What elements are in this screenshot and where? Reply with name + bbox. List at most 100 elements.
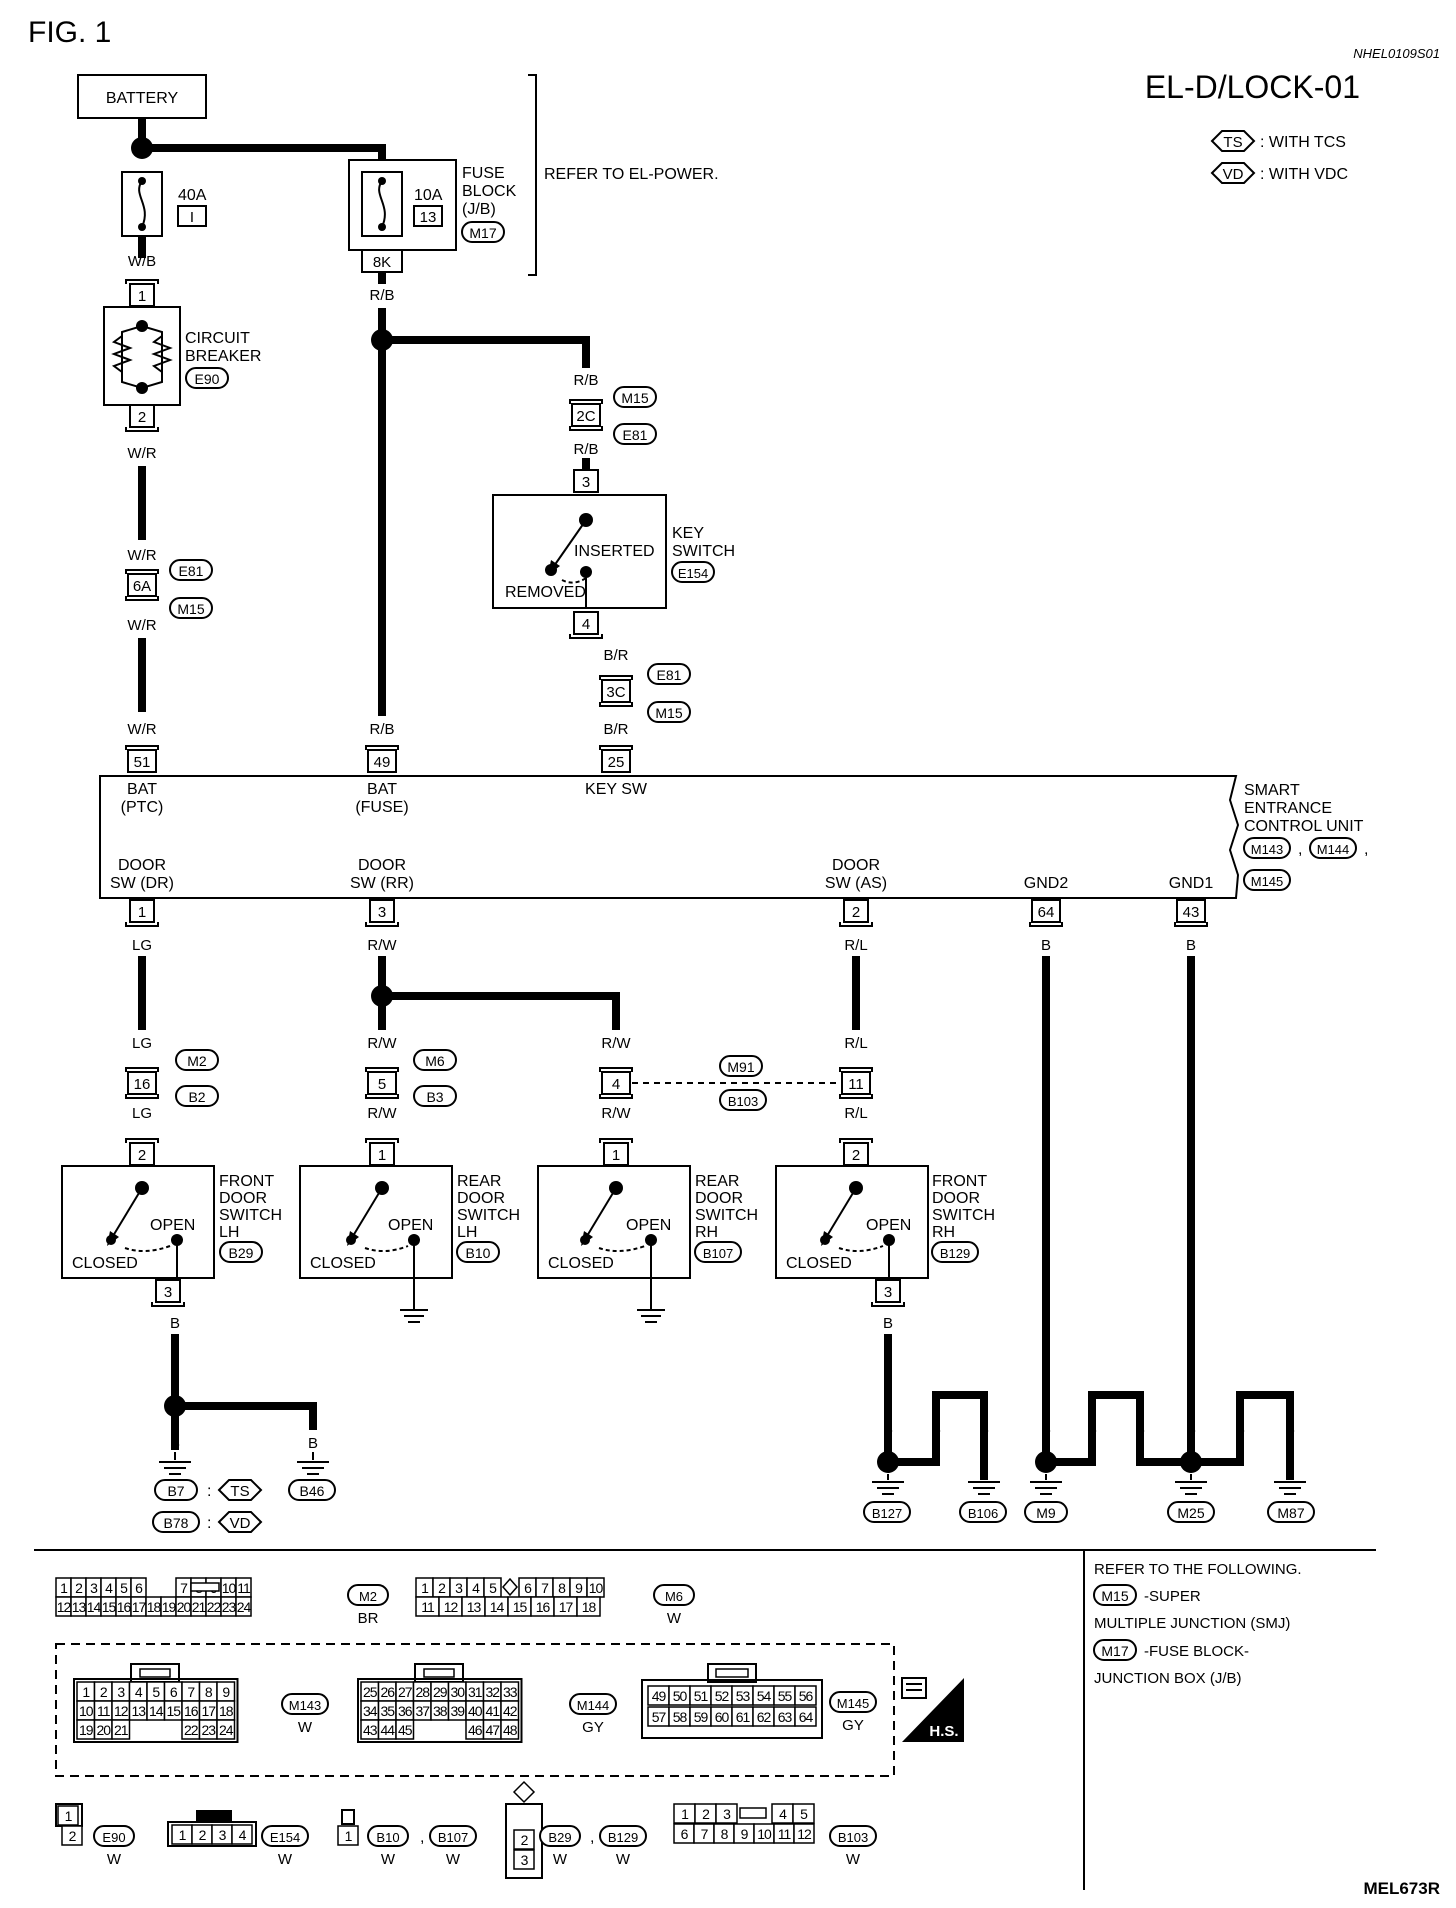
svg-text:DOOR: DOOR bbox=[118, 857, 166, 874]
svg-text:4: 4 bbox=[612, 1076, 620, 1093]
svg-text:REAR: REAR bbox=[457, 1173, 501, 1190]
diagram-title: EL-D/LOCK-01 bbox=[1145, 69, 1360, 105]
pin-number: 20 bbox=[177, 1599, 192, 1615]
pin-number: 15 bbox=[166, 1703, 181, 1719]
svg-text:BAT: BAT bbox=[127, 781, 157, 798]
pin-number: 32 bbox=[485, 1684, 500, 1700]
svg-text:B107: B107 bbox=[703, 1246, 733, 1261]
svg-text:SMART: SMART bbox=[1244, 782, 1300, 799]
junction-dot bbox=[371, 329, 393, 351]
pin-number: 29 bbox=[433, 1684, 448, 1700]
pin-number: 17 bbox=[559, 1599, 574, 1615]
rear-door-switch-rh: 1 OPEN CLOSED REAR DOOR SWITCH RH B107 bbox=[537, 1138, 758, 1323]
svg-text:OPEN: OPEN bbox=[626, 1217, 671, 1234]
connector-id: M2 bbox=[359, 1589, 377, 1604]
svg-text:CLOSED: CLOSED bbox=[548, 1255, 614, 1272]
svg-text:3: 3 bbox=[884, 1284, 892, 1301]
front-door-switch-lh: 2 OPEN CLOSED FRONT DOOR SWITCH LH B29 3 bbox=[61, 1138, 282, 1307]
svg-text:25: 25 bbox=[608, 754, 625, 771]
pin-number: 13 bbox=[72, 1599, 87, 1615]
pin-number: 16 bbox=[536, 1599, 551, 1615]
svg-text:W/B: W/B bbox=[128, 253, 156, 270]
pin-number: 10 bbox=[222, 1580, 237, 1596]
connector-tag bbox=[569, 1693, 617, 1715]
svg-text:B: B bbox=[1041, 937, 1051, 954]
breaker-coil-icon bbox=[111, 335, 133, 373]
pin-number: 3 bbox=[117, 1684, 125, 1700]
pin-number: 4 bbox=[105, 1580, 113, 1596]
svg-text:B29: B29 bbox=[229, 1245, 254, 1261]
svg-text:B: B bbox=[883, 1421, 893, 1438]
pin-number: 5 bbox=[800, 1806, 808, 1822]
svg-text:B129: B129 bbox=[940, 1246, 970, 1261]
svg-text:51: 51 bbox=[134, 754, 151, 771]
svg-text:B10: B10 bbox=[466, 1245, 491, 1261]
svg-text:R/B: R/B bbox=[573, 441, 598, 458]
svg-text:B: B bbox=[883, 1315, 893, 1332]
svg-text:(J/B): (J/B) bbox=[462, 201, 496, 218]
svg-text:B: B bbox=[979, 1421, 989, 1438]
junction-dot bbox=[877, 1451, 899, 1473]
connector-id: M145 bbox=[837, 1696, 870, 1711]
svg-text:B/R: B/R bbox=[603, 647, 628, 664]
svg-text:M9: M9 bbox=[1036, 1505, 1056, 1521]
svg-text:M15: M15 bbox=[177, 601, 204, 617]
svg-text:3: 3 bbox=[164, 1284, 172, 1301]
pin-number: 9 bbox=[222, 1684, 230, 1700]
svg-text:B/R: B/R bbox=[603, 721, 628, 738]
connector-pin bbox=[337, 1825, 359, 1846]
connector-color: W bbox=[846, 1851, 861, 1868]
connector-pin bbox=[794, 1706, 817, 1727]
svg-text:REMOVED: REMOVED bbox=[505, 584, 586, 601]
pin-number: 54 bbox=[757, 1688, 772, 1704]
svg-text:2: 2 bbox=[138, 1147, 146, 1164]
fuse-element-icon bbox=[138, 180, 146, 228]
unit-bottom-pins: 1 3 2 64 43 bbox=[125, 899, 1208, 927]
connector-id: M144 bbox=[577, 1698, 610, 1713]
svg-text:CONTROL UNIT: CONTROL UNIT bbox=[1244, 818, 1364, 835]
svg-text:R/B: R/B bbox=[573, 372, 598, 389]
svg-text:B: B bbox=[1235, 1421, 1245, 1438]
svg-text:B: B bbox=[1186, 937, 1196, 954]
svg-text:B: B bbox=[1041, 1421, 1051, 1438]
pin-number: 24 bbox=[219, 1722, 234, 1738]
connector-housing bbox=[641, 1679, 823, 1739]
pin-number: 2 bbox=[702, 1806, 710, 1822]
svg-text:M15: M15 bbox=[655, 705, 682, 721]
pin-number: 6 bbox=[170, 1684, 178, 1700]
pin-number: 17 bbox=[201, 1703, 216, 1719]
svg-text:DOOR: DOOR bbox=[358, 857, 406, 874]
pin-number: 5 bbox=[152, 1684, 160, 1700]
connector-color: W bbox=[298, 1719, 313, 1736]
pin-number: 8 bbox=[721, 1826, 729, 1842]
svg-text:(PTC): (PTC) bbox=[121, 799, 164, 816]
pin-number: 44 bbox=[380, 1722, 395, 1738]
svg-text:49: 49 bbox=[374, 754, 391, 771]
svg-text:5: 5 bbox=[378, 1076, 386, 1093]
svg-text:SW (AS): SW (AS) bbox=[825, 875, 887, 892]
connector-id: B103 bbox=[838, 1830, 868, 1845]
svg-text:W/R: W/R bbox=[127, 445, 156, 462]
pin-number: 14 bbox=[490, 1599, 505, 1615]
svg-text:M143: M143 bbox=[1251, 842, 1284, 857]
svg-text:VD: VD bbox=[230, 1515, 251, 1532]
rear-door-switch-lh: 1 OPEN CLOSED REAR DOOR SWITCH LH B10 bbox=[299, 1138, 520, 1323]
svg-text:CLOSED: CLOSED bbox=[72, 1255, 138, 1272]
pin-number: 56 bbox=[799, 1688, 814, 1704]
pin-number: 58 bbox=[673, 1709, 688, 1725]
svg-text:11: 11 bbox=[848, 1076, 864, 1093]
pin-number: 2 bbox=[69, 1828, 77, 1844]
pin-number: 25 bbox=[363, 1684, 378, 1700]
pin-number: 3 bbox=[455, 1580, 463, 1596]
svg-text:M91: M91 bbox=[727, 1059, 754, 1075]
pin-number: 63 bbox=[778, 1709, 793, 1725]
connector-pin bbox=[794, 1685, 817, 1706]
svg-text::: : bbox=[207, 1483, 211, 1500]
svg-text:GND2: GND2 bbox=[1024, 875, 1069, 892]
pin-number: 21 bbox=[192, 1599, 207, 1615]
svg-text:3: 3 bbox=[378, 904, 386, 921]
svg-text:TS: TS bbox=[230, 1483, 249, 1500]
svg-text:LG: LG bbox=[132, 1035, 152, 1052]
svg-text:B106: B106 bbox=[968, 1506, 998, 1521]
ground-icon bbox=[1274, 1481, 1306, 1495]
